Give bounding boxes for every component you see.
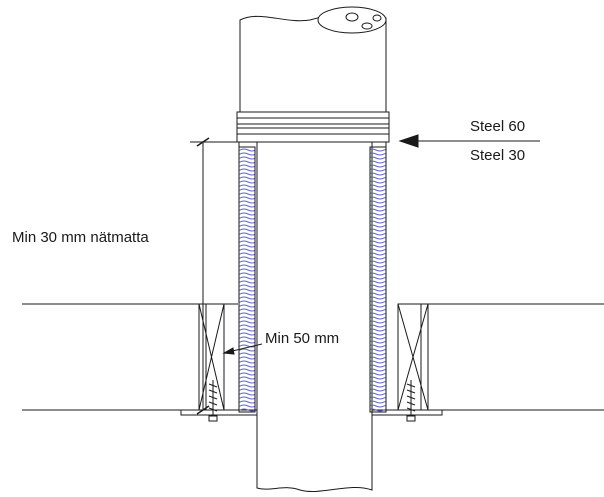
steel-arrow bbox=[398, 134, 540, 148]
insulation-left bbox=[238, 146, 256, 413]
screw-right bbox=[406, 380, 416, 422]
steel-60-label: Steel 60 bbox=[470, 118, 526, 135]
min-30-label: Min 30 mm nätmatta bbox=[12, 229, 149, 246]
chimney-pipe bbox=[236, 6, 390, 492]
insulation-right bbox=[369, 146, 387, 413]
steel-30-label: Steel 30 bbox=[470, 147, 526, 164]
dimension-min-30 bbox=[190, 137, 238, 415]
min-50-label: Min 50 mm bbox=[262, 330, 343, 347]
dimension-min-50 bbox=[222, 343, 263, 355]
screw-left bbox=[208, 380, 218, 422]
